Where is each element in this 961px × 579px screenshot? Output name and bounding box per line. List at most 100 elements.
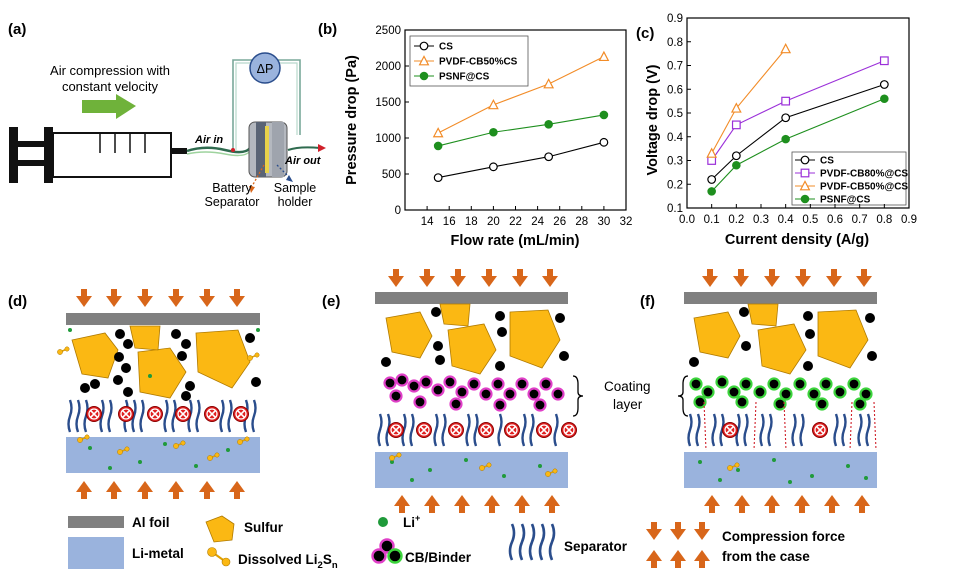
- separator-label: Separator: [564, 539, 628, 554]
- legend-marker: [799, 180, 811, 191]
- data-point: [432, 127, 444, 138]
- chart-c-xlabel: Current density (A/g): [725, 232, 869, 248]
- sulfur-particle: [71, 332, 119, 379]
- x-tick-label: 14: [421, 216, 434, 228]
- air-out-text: Air out: [284, 155, 322, 167]
- sulfur-particle: [817, 309, 869, 369]
- y-tick-label: 2500: [375, 25, 401, 37]
- x-tick-label: 24: [531, 216, 544, 228]
- y-tick-label: 0.7: [667, 61, 683, 73]
- battery-text-2: Separator: [205, 195, 260, 209]
- panel-f: (f): [640, 269, 877, 513]
- panel-a: (a) Air compression with constant veloci…: [8, 21, 326, 209]
- air-compression-text-2: constant velocity: [62, 79, 159, 94]
- data-point: [707, 187, 716, 196]
- y-tick-label: 0.9: [667, 13, 683, 25]
- tubing-icon: [186, 59, 326, 157]
- data-point: [880, 94, 889, 104]
- series-line: [711, 48, 787, 154]
- li-metal-swatch: [68, 537, 124, 569]
- legend-marker: [800, 194, 810, 204]
- dissolved-polysulfide-icon: [207, 547, 231, 567]
- compression-arrows-bottom: [394, 495, 560, 513]
- sulfur-particle: [693, 311, 741, 359]
- sulfur-particle: [385, 311, 433, 359]
- x-tick-label: 0.0: [679, 214, 695, 226]
- sulfur-particle: [747, 303, 779, 327]
- legend-entry: PSNF@CS: [439, 72, 490, 83]
- legend-entry: CS: [439, 42, 453, 53]
- chart-c-ylabel: Voltage drop (V): [645, 64, 661, 175]
- sulfur-particle: [447, 323, 497, 375]
- x-tick-label: 0.4: [778, 214, 795, 226]
- data-point: [730, 102, 742, 113]
- compression-label-2: from the case: [722, 549, 810, 564]
- legend-marker: [419, 71, 429, 81]
- al-foil-layer: [375, 292, 568, 304]
- x-tick-label: 0.2: [728, 214, 744, 226]
- panel-d: (d): [8, 289, 261, 499]
- coating-bracket: [677, 375, 689, 417]
- cathode-particles: [381, 303, 569, 375]
- sulfur-particle: [757, 323, 807, 375]
- y-tick-label: 0.5: [667, 108, 683, 120]
- li-metal-layer: [66, 437, 260, 473]
- legend-marker: [800, 168, 810, 178]
- sample-text-1: Sample: [274, 181, 316, 195]
- y-tick-label: 2000: [375, 61, 401, 73]
- al-foil-label: Al foil: [132, 515, 170, 530]
- y-tick-label: 0.6: [667, 84, 683, 96]
- separator-fibers: [377, 413, 559, 447]
- panel-b: (b) Flow rate (mL/min) Pressure drop (Pa…: [318, 21, 632, 249]
- panel-e-label: (e): [322, 293, 340, 310]
- separator-fibers: [687, 413, 871, 447]
- li-metal-label: Li-metal: [132, 546, 184, 561]
- li-ion-paths: [703, 401, 877, 451]
- x-tick-label: 0.9: [901, 214, 917, 226]
- panel-d-label: (d): [8, 293, 27, 310]
- panel-e: (e) Coating: [322, 269, 651, 513]
- x-tick-label: 20: [487, 216, 500, 228]
- series-line: [711, 60, 885, 161]
- air-compression-text-1: Air compression with: [50, 63, 170, 78]
- data-point: [489, 127, 498, 137]
- li-ion-dots: [68, 328, 260, 470]
- cb-binder-icon: [371, 538, 403, 564]
- x-tick-label: 0.1: [704, 214, 720, 226]
- legend-entry: PVDF-CB50%@CS: [820, 182, 908, 193]
- y-tick-label: 0.1: [667, 203, 683, 215]
- data-point: [707, 156, 717, 165]
- data-point: [489, 162, 498, 172]
- li-metal-layer: [684, 452, 877, 488]
- data-point: [433, 141, 443, 151]
- y-tick-label: 1500: [375, 97, 401, 109]
- panel-c-label: (c): [636, 25, 654, 42]
- sulfur-icon: [205, 515, 235, 543]
- sample-text-2: holder: [278, 195, 313, 209]
- series-line: [711, 98, 885, 192]
- sulfur-label: Sulfur: [244, 520, 284, 535]
- x-tick-label: 28: [575, 216, 588, 228]
- green-arrow-icon: [82, 94, 136, 119]
- data-point: [706, 147, 718, 158]
- al-foil-layer: [66, 313, 260, 325]
- data-point: [781, 134, 790, 144]
- sulfur-particle: [137, 347, 187, 399]
- series-line: [711, 83, 885, 180]
- legend-entry: PSNF@CS: [820, 195, 871, 206]
- coating-text-2: layer: [613, 397, 643, 412]
- data-point: [781, 113, 791, 123]
- battery-text-1: Battery: [212, 181, 252, 195]
- al-foil-swatch: [68, 516, 124, 528]
- compression-arrows-top: [702, 269, 872, 287]
- cb-binder-label: CB/Binder: [405, 550, 472, 565]
- chart-b-xlabel: Flow rate (mL/min): [451, 233, 580, 249]
- chart-b-ylabel: Pressure drop (Pa): [344, 55, 360, 185]
- x-tick-label: 18: [465, 216, 478, 228]
- panel-a-label: (a): [8, 21, 26, 38]
- delta-p-text: ΔP: [257, 62, 274, 76]
- sulfur-particle: [129, 325, 161, 351]
- data-point: [707, 175, 717, 184]
- syringe-icon: [9, 127, 187, 183]
